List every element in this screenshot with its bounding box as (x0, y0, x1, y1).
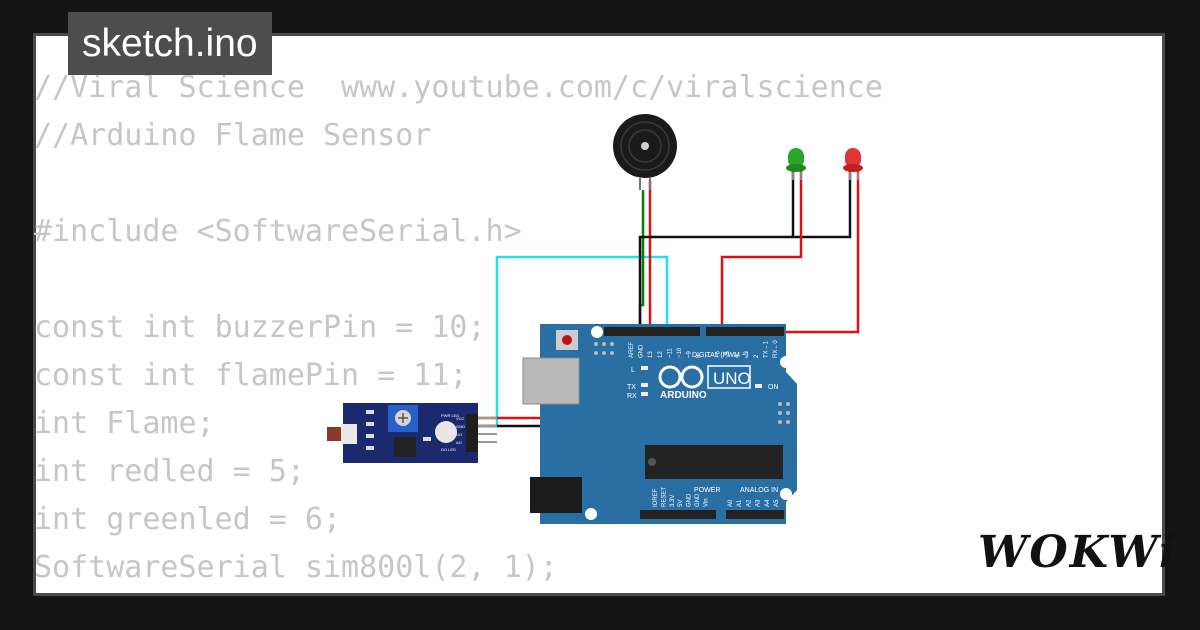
sensor-pin-labels: VCC GND DO AO (456, 416, 465, 445)
pin-label: A3 (756, 499, 762, 507)
tx-label: TX (627, 384, 636, 391)
pin-label: A2 (746, 499, 752, 507)
digital-header-2 (706, 327, 784, 336)
pin-label: A5 (774, 499, 780, 507)
wire-black-leds (638, 170, 852, 332)
pin-label: ~11 (667, 348, 673, 358)
arduino-logo-icon (658, 365, 704, 389)
analog-header (726, 510, 784, 519)
pin-label: GND (456, 424, 465, 429)
led-red[interactable] (843, 148, 863, 180)
sensor-pwr-led-label: PWR LED (441, 413, 459, 418)
code-line: int Flame; (34, 406, 215, 441)
pin-label: RESET (661, 487, 667, 507)
code-line: //Viral Science www.youtube.com/c/virals… (34, 70, 883, 105)
code-line: int greenled = 6; (34, 502, 342, 537)
pin-label: GND (639, 344, 645, 358)
flame-sensor-module[interactable]: VCC GND DO AO PWR LED DO LED (327, 403, 497, 463)
pin-label: 4 (735, 354, 741, 358)
power-label: POWER (694, 487, 720, 494)
digital-header (604, 327, 700, 336)
code-line: //Arduino Flame Sensor (34, 118, 432, 153)
pin-label: A4 (765, 499, 771, 507)
pin-label: 13 (648, 351, 654, 358)
wokwi-logo-text: WOKWi (978, 527, 1178, 578)
board-brand: ARDUINO (660, 390, 707, 401)
pin-label: IOREF (653, 488, 659, 507)
file-tab[interactable]: sketch.ino (68, 12, 272, 75)
digital-label: DIGITAL (PWM ~) (692, 352, 748, 359)
analog-label: ANALOG IN (740, 487, 778, 494)
pin-label: ~6 (715, 350, 721, 358)
pin-label: TX→1 (763, 340, 769, 358)
pin-label: AREF (629, 342, 635, 358)
pin-label: 3.3V (670, 495, 676, 507)
pin-label: ~10 (677, 347, 683, 358)
flame-sensor-photodiode (327, 427, 341, 441)
wire-cyan (495, 255, 669, 425)
power-header (640, 510, 716, 519)
pin-label: DO (456, 432, 462, 437)
code-line: SoftwareSerial sim800l(2, 1); (34, 550, 558, 585)
l-label: L (631, 367, 635, 374)
pin-label: 2 (754, 354, 760, 358)
pin-label: 12 (658, 351, 664, 358)
wokwi-logo: WOKWi (978, 527, 1178, 578)
microcontroller-chip (645, 445, 783, 479)
code-line: int redled = 5; (34, 454, 305, 489)
buzzer[interactable] (613, 114, 677, 190)
on-label: ON (768, 384, 779, 391)
pin-label: 7 (706, 354, 712, 358)
power-jack (530, 477, 582, 513)
arduino-uno-board[interactable]: UNO ARDUINO DIGITAL (PWM ~) ANALOG IN PO… (522, 324, 797, 524)
code-line: #include <SoftwareSerial.h> (34, 214, 522, 249)
pin-label: A0 (728, 499, 734, 507)
pin-label: A1 (737, 499, 743, 507)
code-editor[interactable]: //Viral Science www.youtube.com/c/virals… (34, 64, 883, 592)
code-line: const int flamePin = 11; (34, 358, 468, 393)
pin-label: VCC (456, 416, 465, 421)
board-model: UNO (713, 369, 751, 388)
pin-label: 5V (678, 500, 684, 507)
pin-label: RX←0 (773, 340, 779, 358)
pin-label: GND (687, 493, 693, 507)
pin-label: Vin (703, 498, 709, 507)
icsp-header (594, 342, 790, 424)
rx-label: RX (627, 393, 637, 400)
pin-label: 8 (696, 354, 702, 358)
usb-jack (522, 357, 580, 405)
sensor-do-led-label: DO LED (441, 447, 456, 452)
pin-label: ~9 (687, 350, 693, 358)
pin-label: ~5 (725, 350, 731, 358)
pin-label: AO (456, 440, 462, 445)
led-green[interactable] (786, 148, 806, 180)
wire-red-green-led (720, 170, 803, 332)
code-line: const int buzzerPin = 10; (34, 310, 486, 345)
file-tab-title: sketch.ino (82, 22, 258, 65)
pin-label: ~3 (744, 350, 750, 358)
pin-label: GND (695, 493, 701, 507)
